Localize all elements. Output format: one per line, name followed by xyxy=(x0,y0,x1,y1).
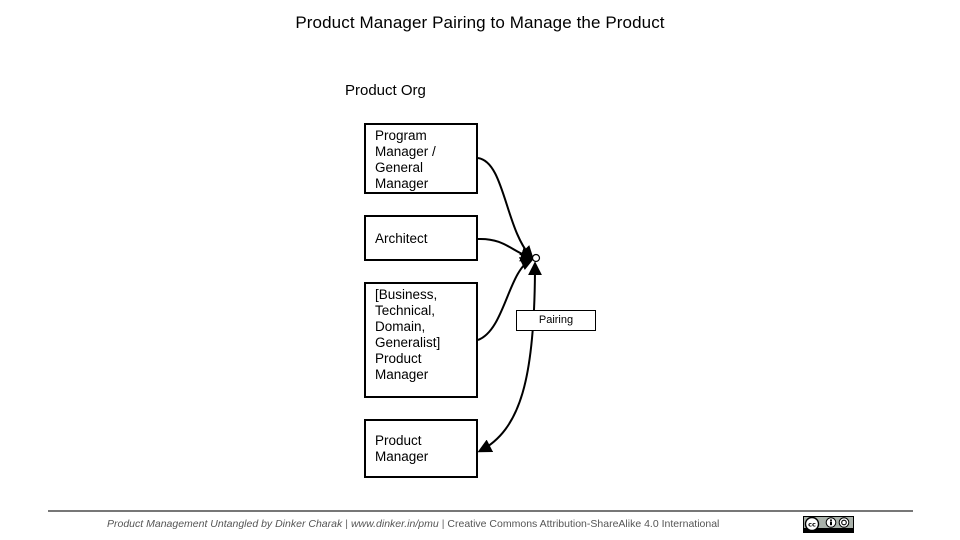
cc-icon: cc xyxy=(804,516,820,532)
svg-text:cc: cc xyxy=(808,520,816,528)
sa-icon xyxy=(838,517,850,528)
footer-separator: | xyxy=(345,518,348,530)
connector-program-manager xyxy=(477,157,534,261)
business-product-manager-box: [Business, Technical, Domain, Generalist… xyxy=(364,282,478,398)
by-icon xyxy=(825,517,837,528)
merge-point xyxy=(531,253,541,263)
product-org-label: Product Org xyxy=(345,82,426,99)
footer-license: Creative Commons Attribution-ShareAlike … xyxy=(447,518,720,530)
footer-separator: | xyxy=(441,518,445,530)
connector-architect xyxy=(477,237,535,262)
footer-book-credit: Product Management Untangled by Dinker C… xyxy=(107,518,343,530)
product-manager-box: Product Manager xyxy=(364,419,478,478)
pairing-label: Pairing xyxy=(516,310,596,331)
program-manager-box: Program Manager / General Manager xyxy=(364,123,478,194)
footer-url: www.dinker.in/pmu xyxy=(350,518,439,530)
page-title: Product Manager Pairing to Manage the Pr… xyxy=(295,13,665,32)
architect-box: Architect xyxy=(364,215,478,261)
footer: Product Management Untangled by Dinker C… xyxy=(107,518,719,530)
cc-by-sa-badge: cc xyxy=(803,516,854,533)
connector-pairing xyxy=(477,261,542,453)
footer-divider xyxy=(48,510,913,512)
